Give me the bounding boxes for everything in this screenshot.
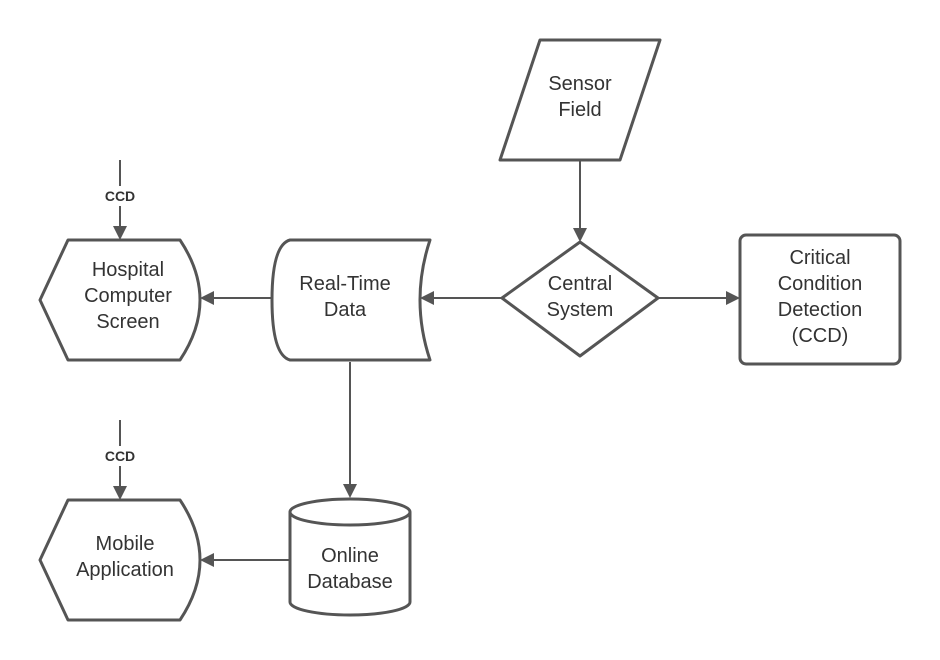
ccd-label-line-1: Critical	[789, 247, 850, 269]
real-time-data-label-line-2: Data	[324, 299, 367, 321]
edge-database-to-mobile	[200, 553, 290, 567]
node-sensor-field: Sensor Field	[498, 38, 662, 162]
hospital-label-line-2: Computer	[84, 285, 172, 307]
edge-central-to-realtime	[420, 291, 502, 305]
node-ccd: Critical Condition Detection (CCD)	[738, 233, 902, 366]
real-time-data-label-line-1: Real-Time	[299, 273, 391, 295]
edge-ccd-to-mobile	[113, 420, 127, 500]
edge-realtime-to-hospital	[200, 291, 272, 305]
online-database-label-line-2: Database	[307, 571, 393, 593]
node-real-time-data: Real-Time Data	[270, 238, 432, 362]
hospital-label-line-3: Screen	[96, 311, 159, 333]
edge-realtime-to-database	[343, 362, 357, 498]
mobile-ccd-input-label: CCD	[105, 448, 135, 464]
hospital-ccd-input-label: CCD	[105, 188, 135, 204]
ccd-label-line-4: (CCD)	[792, 325, 849, 347]
node-mobile-application: Mobile Application	[38, 498, 202, 622]
hospital-label-line-1: Hospital	[92, 259, 164, 281]
central-system-label-line-2: System	[547, 299, 614, 321]
sensor-field-label-line-2: Field	[558, 99, 601, 121]
central-system-label-line-1: Central	[548, 273, 612, 295]
node-central-system: Central System	[500, 240, 660, 358]
edge-ccd-to-hospital	[113, 160, 127, 240]
ccd-label-line-2: Condition	[778, 273, 863, 295]
online-database-label-line-1: Online	[321, 545, 379, 567]
edge-central-to-ccd	[658, 291, 740, 305]
sensor-field-label-line-1: Sensor	[548, 73, 612, 95]
mobile-label-line-1: Mobile	[96, 533, 155, 555]
ccd-label-line-3: Detection	[778, 299, 863, 321]
node-hospital-computer-screen: Hospital Computer Screen	[38, 238, 202, 362]
mobile-label-line-2: Application	[76, 559, 174, 581]
edge-sensor-to-central	[573, 160, 587, 242]
node-online-database: Online Database	[288, 497, 412, 617]
